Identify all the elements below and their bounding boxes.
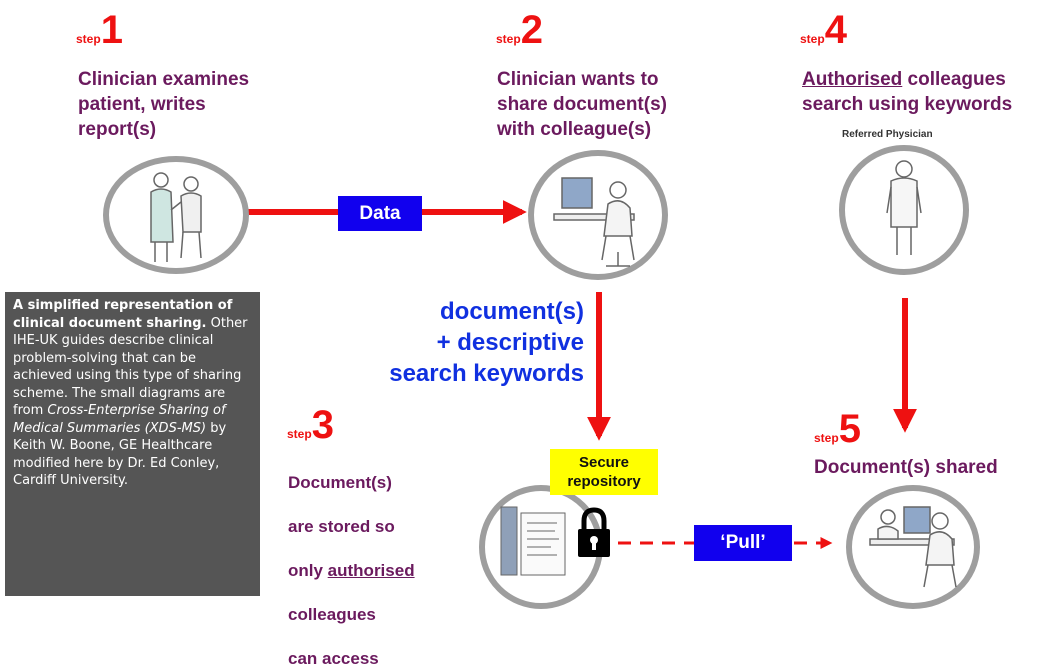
step-5-circle [846,485,980,609]
note-italic-text: Cross-Enterprise Sharing of Medical Summ… [13,403,226,436]
document-stack-icon [500,506,566,576]
step-word: step [496,32,521,46]
step-1-title: Clinician examines patient, writes repor… [78,69,250,140]
patient-clinician-icon [150,172,202,262]
note-bold-text: A simplified representation of clinical … [13,298,233,331]
step-4-title-rest: colleagues [902,69,1006,90]
step-5-title: Document(s) shared [814,457,998,478]
step-3-line5: can access [288,649,379,668]
step-number: 2 [520,8,543,52]
step-word: step [814,431,839,445]
step-number: 3 [311,403,334,447]
step-3-label: step3 [287,405,334,445]
step-4-circle [839,145,969,275]
step-2-title: Clinician wants to share document(s) wit… [497,69,667,140]
step-word: step [800,32,825,46]
step-3-line2: are stored so [288,517,395,536]
note-text-1: Other IHE-UK guides describe clinical pr… [13,315,248,419]
step-1-circle [103,156,249,274]
step-5-label: step5 [814,409,861,449]
step-3-line3-pre: only [288,561,328,580]
authorised-underlined: Authorised [802,69,903,90]
padlock-icon [578,507,610,557]
secure-repository-label: Secure repository [550,449,658,495]
pull-label: ‘Pull’ [694,525,792,561]
step-4-title: Authorised colleagues search using keywo… [802,67,1046,117]
step-word: step [287,427,312,441]
step-1-label: step1 [76,10,123,50]
shared-computer-icon [869,506,957,588]
step-number: 4 [824,8,847,52]
step-word: step [76,32,101,46]
step-2-circle [528,150,668,280]
documents-keywords-label: document(s) + descriptive search keyword… [389,298,584,387]
step-3-line4: colleagues [288,605,376,624]
authorised-underlined: authorised [327,561,415,580]
step-4-label: step4 [800,10,847,50]
step-number: 1 [100,8,123,52]
step-4-title-line2: search using keywords [802,94,1013,115]
clinician-computer-icon [553,177,635,267]
referred-physician-caption: Referred Physician [842,129,933,140]
description-note: A simplified representation of clinical … [5,292,260,596]
data-label: Data [338,196,422,231]
step-3-line1: Document(s) [288,473,392,492]
note-text-2: by Keith W. Boone, GE Healthcare modifie… [13,420,227,489]
physician-icon [886,160,922,255]
step-number: 5 [838,407,861,451]
step-3-title: Document(s) are stored so only authorise… [288,450,488,670]
step-2-label: step2 [496,10,543,50]
